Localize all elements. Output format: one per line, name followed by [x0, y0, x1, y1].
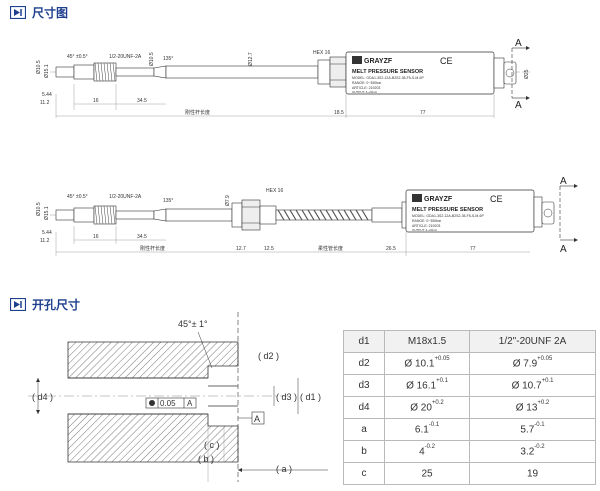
- dim-rigid-length: 刚性杆长度: [140, 245, 165, 252]
- sensor-label-bottom: GRAYZF CE MELT PRESSURE SENSOR MODEL: GD…: [412, 194, 503, 232]
- ce-mark: CE: [440, 56, 453, 66]
- dim-d2: Ø15.1: [44, 64, 50, 78]
- rigid-sensor-drawing: GRAYZF CE MELT PRESSURE SENSOR MODEL: GD…: [36, 38, 530, 118]
- dim-hex: HEX 16: [313, 50, 330, 56]
- header-d1: d1: [343, 330, 385, 353]
- dim-angle: 135°: [163, 56, 173, 62]
- dimensions-section-header: 尺寸图: [10, 4, 68, 20]
- dim-d3: Ø10.5: [149, 52, 155, 66]
- mounting-hole-title: 开孔尺寸: [32, 297, 81, 312]
- section-a-bottom: A: [560, 244, 567, 255]
- dim-d4: Ø12.7: [248, 52, 254, 66]
- thread-section-bottom: [93, 205, 117, 225]
- dim-345: 34.5: [137, 234, 147, 240]
- dim-angle: 135°: [163, 198, 173, 204]
- hole-dimension-table: d1 M18x1.5 1/2"-20UNF 2A d2 Ø 10.1+0.05 …: [343, 330, 596, 485]
- table-row: d4 Ø 20+0.2 Ø 13+0.2: [343, 396, 596, 419]
- sensor-output: OUTPUT: 4~20mA: [412, 228, 437, 232]
- position-tolerance-frame: 0.05 A: [145, 397, 197, 409]
- section-arrow-icon: [10, 5, 26, 19]
- dim-hex: HEX 16: [266, 188, 283, 194]
- dim-127: 12.7: [236, 246, 246, 252]
- section-a-top: A: [515, 38, 522, 49]
- tolerance-datum: A: [187, 399, 193, 408]
- brand-logo-icon: [412, 194, 422, 202]
- table-row: d2 Ø 10.1+0.05 Ø 7.9+0.05: [343, 352, 596, 375]
- brand-name: GRAYZF: [424, 196, 453, 203]
- dim-d1: Ø10.5: [36, 202, 42, 216]
- dim-125: 12.5: [264, 246, 274, 252]
- sensor-model: MODEL: GDA1-3S2-12A-B2S2-35-F5-S-M-6P: [412, 214, 484, 218]
- dim-112: 11.2: [40, 238, 50, 244]
- brand-logo-icon: [352, 56, 362, 64]
- brand-name: GRAYZF: [364, 58, 393, 65]
- sensor-model: MODEL: GDA1-3S2-12A-B2S2-35-F5-S-M-6P: [352, 76, 424, 80]
- dim-16: 16: [93, 234, 99, 240]
- section-arrow-icon: [10, 297, 26, 311]
- dim-16: 16: [93, 98, 99, 104]
- chamfer-label: 45°± 1°: [178, 319, 208, 329]
- table-row: c 25 19: [343, 462, 596, 485]
- upper-wall: [67, 341, 239, 379]
- dim-rigid-length: 刚性杆长度: [185, 109, 210, 116]
- header-unf: 1/2"-20UNF 2A: [469, 330, 596, 353]
- dim-thread: 1/2-20UNF-2A: [109, 54, 142, 60]
- table-row: a 6.1-0.1 5.7-0.1: [343, 418, 596, 441]
- b-label: ( b ): [198, 454, 214, 464]
- dim-thread: 1/2-20UNF-2A: [109, 194, 142, 200]
- section-a-bottom: A: [515, 100, 522, 111]
- flexible-sensor-drawing: GRAYZF CE MELT PRESSURE SENSOR MODEL: GD…: [36, 176, 578, 256]
- dim-544: 5.44: [42, 92, 52, 98]
- sensor-label: GRAYZF CE MELT PRESSURE SENSOR MODEL: GD…: [352, 56, 453, 94]
- dim-265: 26.5: [386, 246, 396, 252]
- d4-label: ( d4 ): [32, 392, 53, 402]
- datum-box-label: A: [254, 414, 260, 424]
- d1-label: ( d1 ): [300, 392, 321, 402]
- dim-d2: Ø15.1: [44, 206, 50, 220]
- dim-112: 11.2: [40, 100, 50, 106]
- table-row: b 4-0.2 3.2-0.2: [343, 440, 596, 463]
- dim-chamfer: 45° ±0.5°: [67, 54, 88, 60]
- sensor-article: ARTICLE: 219203: [352, 86, 380, 90]
- thread-section: [93, 62, 117, 82]
- d3-label: ( d3 ): [276, 392, 297, 402]
- sensor-range: RANGE: 0~350bar: [412, 219, 442, 223]
- mounting-hole-drawing: 45°± 1° ( d4 ) ( d2 ) ( d3 ) ( d1 ) 0.05…: [28, 312, 328, 482]
- sensor-range: RANGE: 0~350bar: [352, 81, 382, 85]
- sensor-name: MELT PRESSURE SENSOR: [412, 207, 483, 213]
- d2-label: ( d2 ): [258, 351, 279, 361]
- dim-185: 18.5: [334, 110, 344, 116]
- dim-77: 77: [420, 110, 426, 116]
- table-header-row: d1 M18x1.5 1/2"-20UNF 2A: [343, 330, 596, 353]
- flexible-tube: [275, 209, 373, 221]
- table-row: d3 Ø 16.1+0.1 Ø 10.7+0.1: [343, 374, 596, 397]
- ce-mark: CE: [490, 194, 503, 204]
- tolerance-value: 0.05: [160, 399, 176, 408]
- sensor-name: MELT PRESSURE SENSOR: [352, 69, 423, 75]
- header-m18: M18x1.5: [383, 330, 471, 353]
- dim-flex-length: 柔性管长度: [318, 245, 343, 252]
- dim-d-ret: Ø25: [524, 69, 530, 79]
- dim-d1: Ø10.5: [36, 60, 42, 74]
- sensor-article: ARTICLE: 219203: [412, 224, 440, 228]
- c-label: ( c ): [204, 440, 220, 450]
- dim-77: 77: [470, 246, 476, 252]
- dim-345: 34.5: [137, 98, 147, 104]
- dim-chamfer: 45° ±0.5°: [67, 194, 88, 200]
- section-a-top: A: [560, 176, 567, 187]
- position-tolerance-icon: [149, 400, 155, 406]
- dim-d3: Ø7.9: [225, 195, 231, 206]
- dim-544: 5.44: [42, 230, 52, 236]
- dimensions-title: 尺寸图: [32, 5, 69, 20]
- a-label: ( a ): [276, 464, 292, 474]
- mounting-hole-section-header: 开孔尺寸: [10, 296, 80, 312]
- sensor-output: OUTPUT: 4~20mA: [352, 90, 377, 94]
